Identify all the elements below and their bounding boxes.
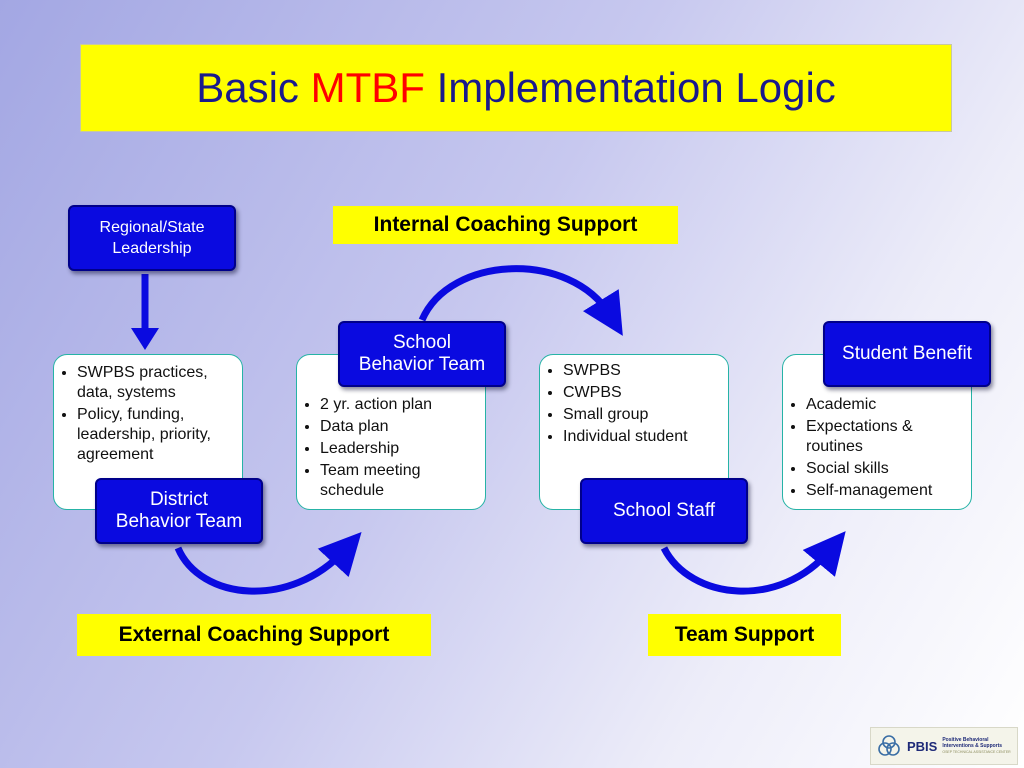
list-item: Policy, funding, leadership, priority, a… [77, 405, 232, 465]
school-staff-label: School Staff [612, 500, 716, 521]
school-team-line2: Behavior Team [358, 354, 486, 375]
title-prefix: Basic [196, 64, 299, 111]
list-item: Individual student [563, 427, 720, 447]
team-support-arrow [660, 531, 846, 595]
list-item: Academic [806, 395, 963, 415]
list-item: Social skills [806, 459, 963, 479]
list-item: Data plan [320, 417, 477, 437]
list-item: SWPBS [563, 361, 720, 381]
pbis-logo-text: Positive Behavioral Interventions & Supp… [942, 737, 1010, 755]
internal-coaching-arrow [418, 265, 623, 336]
external-coaching-arrow [174, 531, 362, 595]
school-behavior-team-box: School Behavior Team [338, 321, 506, 387]
school-team-line1: School [392, 332, 452, 353]
internal-coaching-label: Internal Coaching Support [333, 206, 678, 244]
regional-line2: Leadership [112, 240, 192, 257]
student-benefit-box: Student Benefit [823, 321, 991, 387]
slide-title: Basic MTBF Implementation Logic [80, 44, 952, 132]
regional-line1: Regional/State [99, 219, 205, 236]
student-benefit-label: Student Benefit [842, 343, 972, 364]
district-behavior-team-box: District Behavior Team [95, 478, 263, 544]
school-staff-box: School Staff [580, 478, 748, 544]
list-item: SWPBS practices, data, systems [77, 363, 232, 403]
district-line1: District [149, 489, 209, 510]
list-item: CWPBS [563, 383, 720, 403]
external-coaching-label: External Coaching Support [77, 614, 431, 656]
list-item: 2 yr. action plan [320, 395, 477, 415]
district-line2: Behavior Team [115, 511, 243, 532]
title-accent: MTBF [310, 64, 425, 111]
title-suffix: Implementation Logic [436, 64, 836, 111]
pbis-rings-icon [878, 735, 900, 756]
down-arrow [131, 274, 159, 350]
pbis-logo-line1: Positive Behavioral [942, 737, 989, 743]
list-item: Expectations & routines [806, 417, 963, 457]
list-item: Team meeting schedule [320, 461, 477, 501]
list-item: Small group [563, 405, 720, 425]
list-item: Self-management [806, 481, 963, 501]
pbis-logo-line2: Interventions & Supports [942, 743, 1003, 749]
pbis-logo-name: PBIS [907, 738, 938, 754]
team-support-label: Team Support [648, 614, 841, 656]
pbis-logo-line3: OSEP TECHNICAL ASSISTANCE CENTER [942, 750, 1011, 754]
regional-state-leadership-box: Regional/State Leadership [68, 205, 236, 271]
pbis-logo: PBIS Positive Behavioral Interventions &… [870, 727, 1018, 765]
list-item: Leadership [320, 439, 477, 459]
